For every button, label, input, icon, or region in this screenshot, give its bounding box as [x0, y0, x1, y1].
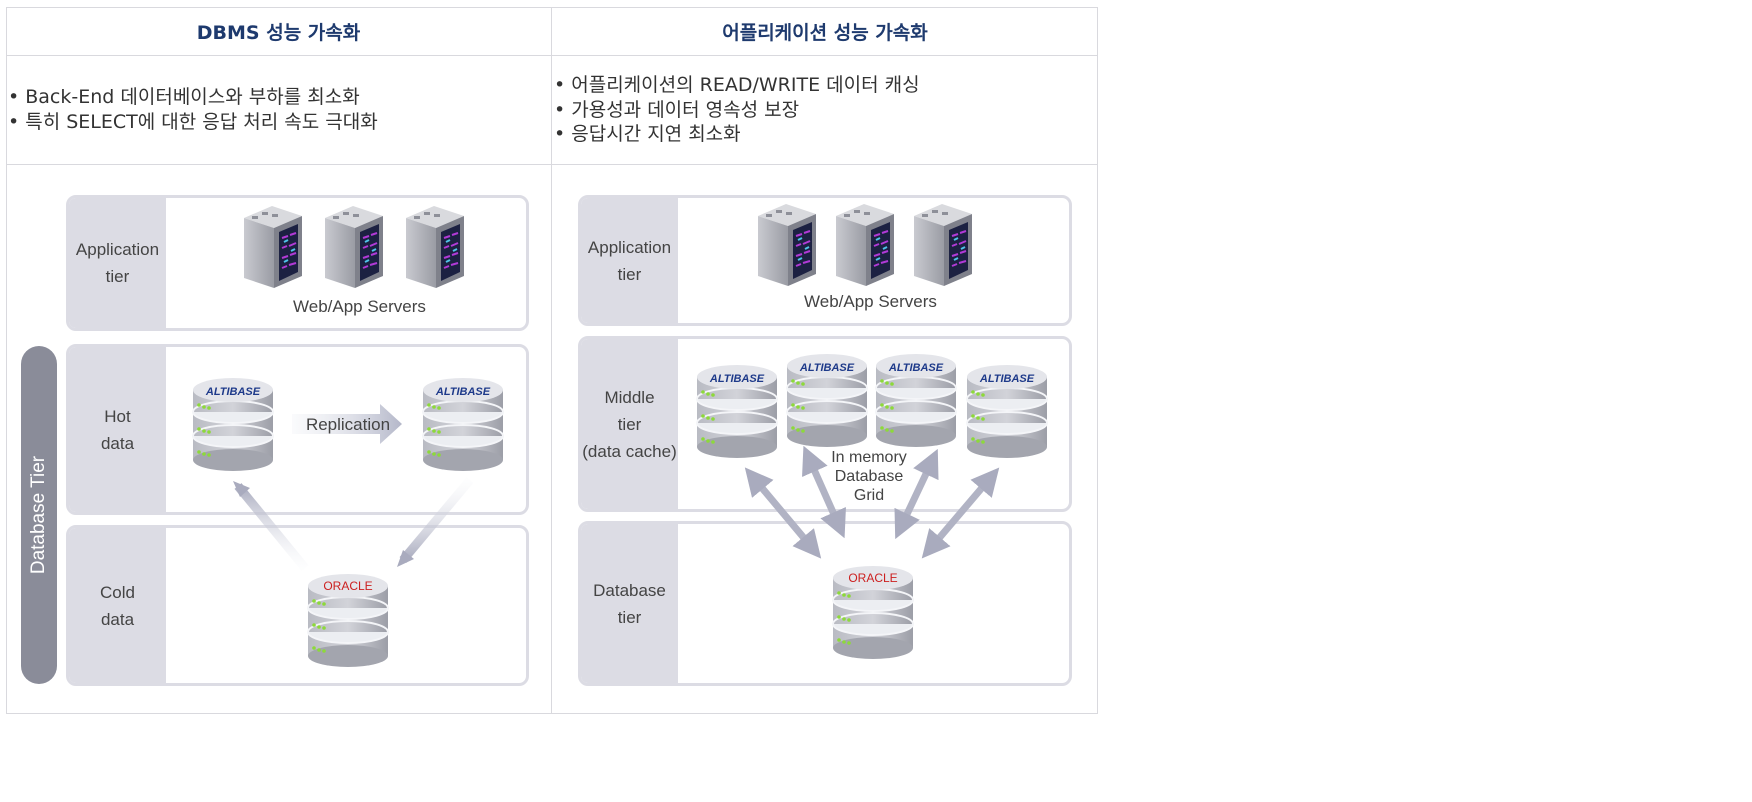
right-bullet-list: • 어플리케이션의 READ/WRITE 데이터 캐싱 • 가용성과 데이터 영…: [554, 73, 920, 147]
bullet-item: • 어플리케이션의 READ/WRITE 데이터 캐싱: [554, 74, 920, 96]
header-divider: [6, 55, 1098, 56]
svg-text:ORACLE: ORACLE: [848, 571, 897, 585]
server-icon: [324, 205, 384, 289]
svg-text:ALTIBASE: ALTIBASE: [435, 386, 491, 398]
left-column-title: DBMS 성능 가속화: [196, 21, 361, 44]
web-app-servers-caption: Web/App Servers: [293, 297, 426, 316]
bullet-item: • 특히 SELECT에 대한 응답 처리 속도 극대화: [8, 110, 378, 133]
grid-label-line1: In memory: [831, 449, 907, 466]
server-icon: [913, 203, 973, 287]
svg-text:ALTIBASE: ALTIBASE: [979, 373, 1035, 385]
server-icon: [405, 205, 465, 289]
server-icon: [835, 203, 895, 287]
replication-label: Replication: [306, 415, 390, 434]
database-icon: ALTIBASE: [422, 377, 504, 472]
bullets-divider: [6, 164, 1098, 165]
arrow-head-icon: [233, 481, 250, 497]
svg-text:ALTIBASE: ALTIBASE: [888, 362, 944, 374]
grid-label-line3: Grid: [854, 487, 884, 504]
svg-text:ORACLE: ORACLE: [323, 579, 372, 593]
svg-text:ALTIBASE: ALTIBASE: [205, 386, 261, 398]
double-arrow-icon: [894, 448, 939, 540]
svg-text:ALTIBASE: ALTIBASE: [709, 373, 765, 385]
svg-text:ALTIBASE: ALTIBASE: [799, 362, 855, 374]
database-icon: ORACLE: [307, 573, 389, 668]
server-icon: [243, 205, 303, 289]
database-icon: ALTIBASE: [696, 364, 778, 459]
bullet-item: • 가용성과 데이터 영속성 보장: [554, 98, 800, 121]
double-arrow-icon: [802, 445, 846, 539]
comparison-table: [6, 7, 1098, 714]
arrow-head-icon: [397, 550, 414, 567]
left-bullet-list: • Back-End 데이터베이스와 부하를 최소화 • 특히 SELECT에 …: [8, 85, 378, 134]
column-divider: [551, 7, 552, 714]
double-arrow-icon: [921, 467, 1000, 559]
arrow-icon: [399, 477, 474, 563]
database-icon: ORACLE: [832, 565, 914, 660]
double-arrow-icon: [744, 467, 822, 559]
arrow-icon: [234, 483, 309, 571]
bullet-item: • 응답시간 지연 최소화: [554, 123, 741, 145]
grid-label-line2: Database: [835, 468, 904, 485]
database-icon: ALTIBASE: [875, 353, 957, 448]
web-app-servers-caption: Web/App Servers: [804, 292, 937, 311]
database-icon: ALTIBASE: [966, 364, 1048, 459]
server-icon: [757, 203, 817, 287]
bullet-item: • Back-End 데이터베이스와 부하를 최소화: [8, 86, 360, 108]
database-icon: ALTIBASE: [786, 353, 868, 448]
right-column-title: 어플리케이션 성능 가속화: [722, 21, 928, 44]
database-icon: ALTIBASE: [192, 377, 274, 472]
database-tier-bar: Database Tier: [21, 346, 57, 684]
replication-arrow-icon: [292, 404, 402, 444]
